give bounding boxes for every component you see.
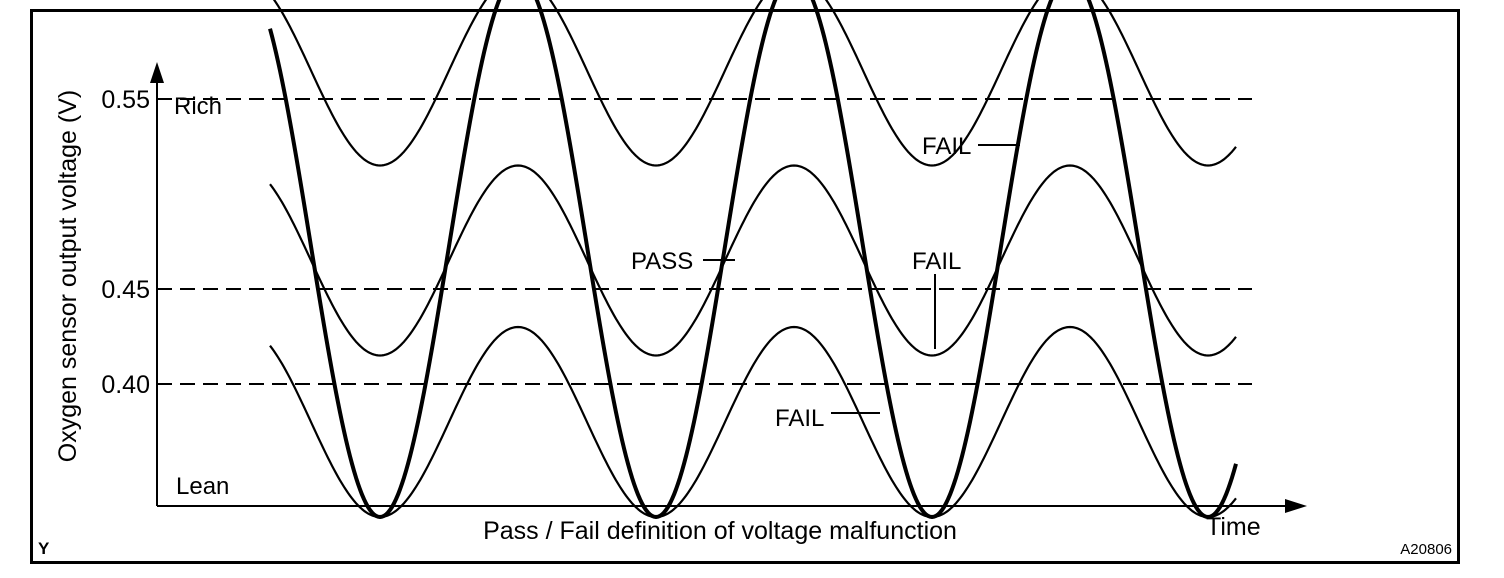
series-line-fail-1 xyxy=(272,0,1237,167)
y-top-label-rich: Rich xyxy=(174,93,222,120)
x-axis-arrowhead xyxy=(1285,499,1307,513)
corner-mark: Y xyxy=(38,539,50,558)
figure-frame xyxy=(30,9,1460,564)
reference-lines xyxy=(157,98,1252,385)
y-tick-label: 0.40 xyxy=(101,371,150,399)
series-callouts: FAIL PASS FAIL FAIL xyxy=(631,133,1020,432)
chart-title: Pass / Fail definition of voltage malfun… xyxy=(483,517,957,545)
series-layer xyxy=(268,0,1238,519)
series-line-pass-0 xyxy=(268,0,1238,519)
callout-label-pass: PASS xyxy=(631,248,693,275)
y-tick-label: 0.55 xyxy=(101,86,150,114)
axes xyxy=(150,62,1307,513)
x-axis-label: Time xyxy=(1206,513,1261,541)
callout-label-fail-upper: FAIL xyxy=(922,133,971,160)
y-tick-label: 0.45 xyxy=(101,276,150,304)
y-tick-labels: 0.55 0.45 0.40 xyxy=(101,86,150,399)
y-axis-label: Oxygen sensor output voltage (V) xyxy=(54,90,82,462)
y-axis-arrowhead xyxy=(150,62,164,83)
series-line-fail-3 xyxy=(269,325,1237,519)
callout-label-fail-middle: FAIL xyxy=(912,248,961,275)
y-bottom-label-lean: Lean xyxy=(176,473,229,500)
figure-code: A20806 xyxy=(1400,541,1452,558)
series-line-fail-2 xyxy=(269,164,1237,357)
callout-label-fail-lower: FAIL xyxy=(775,405,824,432)
